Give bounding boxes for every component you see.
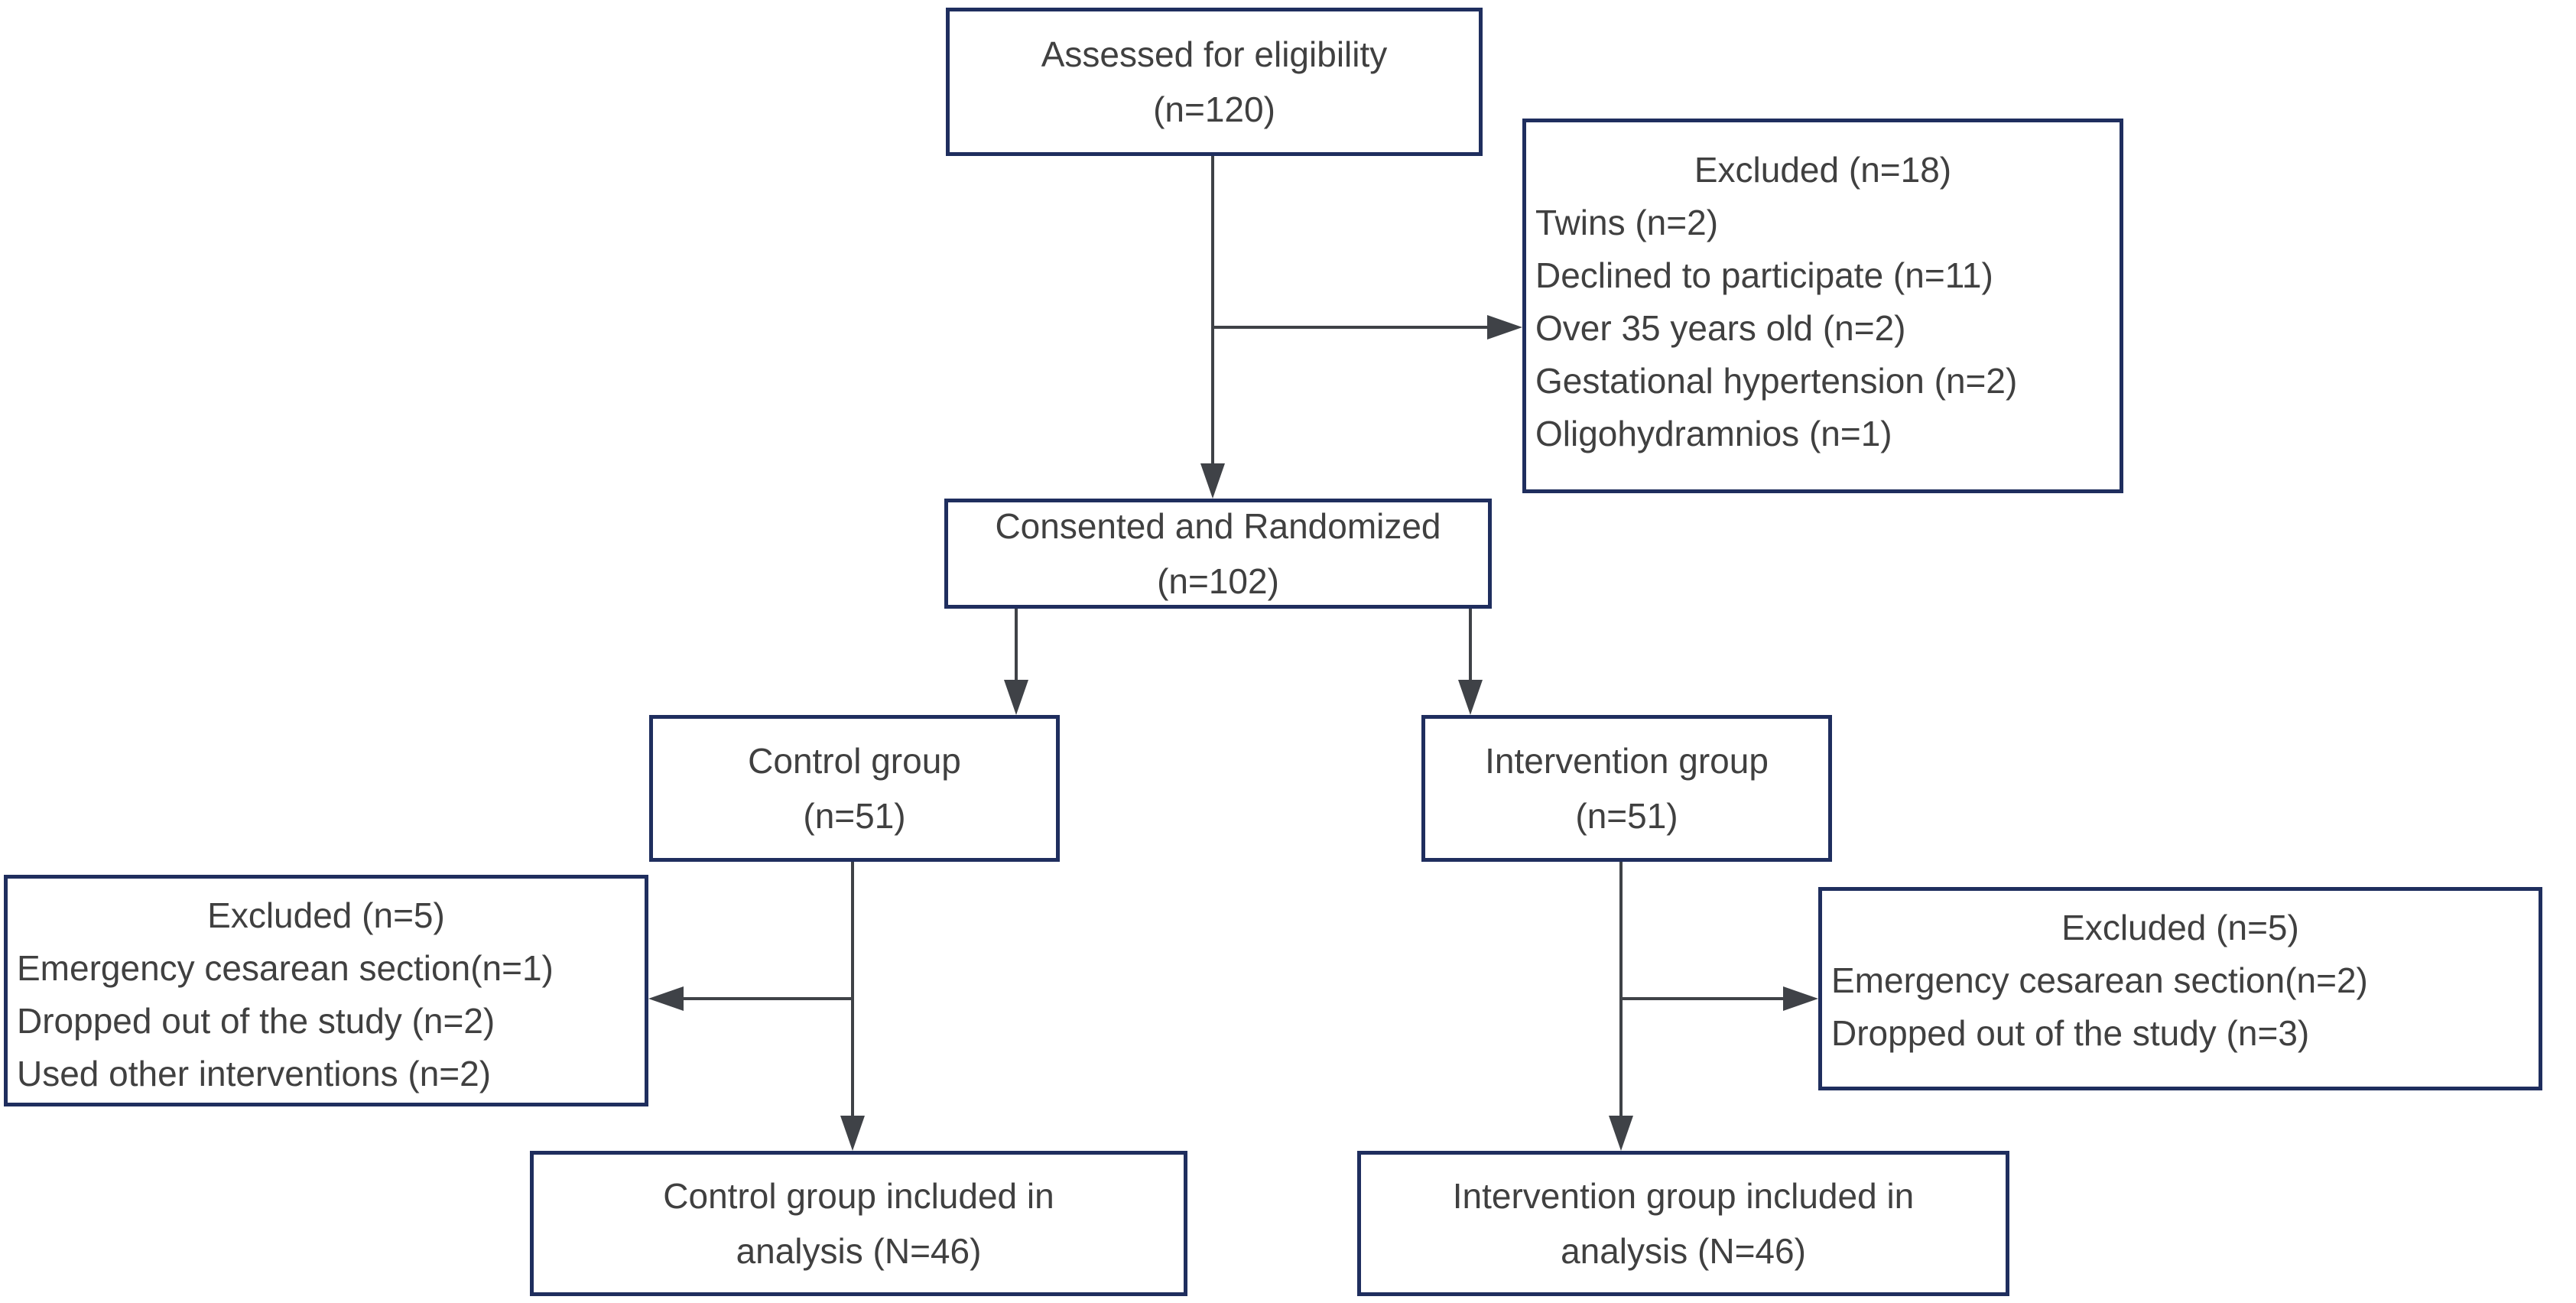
arrow-down-icon xyxy=(1458,680,1483,715)
arrow-down-icon xyxy=(1004,680,1028,715)
connector-intervention-to-analysis-line xyxy=(1619,862,1623,1117)
assessed-for-eligibility-box: Assessed for eligibility (n=120) xyxy=(946,8,1483,156)
arrow-right-icon xyxy=(1487,315,1522,340)
assessed-count: (n=120) xyxy=(1153,89,1275,129)
excluded-intervention-item: Dropped out of the study (n=3) xyxy=(1831,1013,2310,1053)
arrow-down-icon xyxy=(1200,463,1225,499)
control-group-box: Control group (n=51) xyxy=(649,715,1060,862)
connector-assessed-to-randomized-line xyxy=(1211,156,1214,463)
intervention-group-box: Intervention group (n=51) xyxy=(1421,715,1832,862)
connector-control-to-analysis-line xyxy=(851,862,854,1117)
arrow-down-icon xyxy=(1609,1116,1633,1151)
excluded-screening-title: Excluded (n=18) xyxy=(1694,150,1952,190)
connector-to-excluded-intervention-line xyxy=(1621,997,1785,1000)
connector-randomized-to-intervention-line xyxy=(1469,609,1472,681)
arrow-left-icon xyxy=(648,986,684,1011)
excluded-control-item: Used other interventions (n=2) xyxy=(17,1054,492,1093)
intervention-count: (n=51) xyxy=(1575,796,1678,836)
randomized-label: Consented and Randomized xyxy=(995,506,1441,546)
excluded-screening-item: Over 35 years old (n=2) xyxy=(1535,308,1906,348)
intervention-analysis-box: Intervention group included in analysis … xyxy=(1357,1151,2009,1296)
control-analysis-count: analysis (N=46) xyxy=(736,1231,982,1271)
excluded-control-box: Excluded (n=5) Emergency cesarean sectio… xyxy=(4,875,648,1106)
intervention-analysis-count: analysis (N=46) xyxy=(1561,1231,1806,1271)
arrow-right-icon xyxy=(1783,986,1818,1011)
excluded-control-title: Excluded (n=5) xyxy=(207,895,445,935)
excluded-control-item: Emergency cesarean section(n=1) xyxy=(17,948,554,988)
excluded-intervention-box: Excluded (n=5) Emergency cesarean sectio… xyxy=(1818,887,2542,1090)
randomized-count: (n=102) xyxy=(1157,561,1279,601)
excluded-intervention-title: Excluded (n=5) xyxy=(2061,908,2299,947)
control-analysis-label: Control group included in xyxy=(663,1176,1054,1216)
excluded-screening-item: Oligohydramnios (n=1) xyxy=(1535,414,1892,453)
excluded-control-item: Dropped out of the study (n=2) xyxy=(17,1001,495,1041)
intervention-label: Intervention group xyxy=(1485,741,1769,781)
control-label: Control group xyxy=(748,741,961,781)
control-count: (n=51) xyxy=(803,796,906,836)
excluded-screening-box: Excluded (n=18) Twins (n=2) Declined to … xyxy=(1522,119,2123,493)
intervention-analysis-label: Intervention group included in xyxy=(1452,1176,1915,1216)
excluded-screening-item: Gestational hypertension (n=2) xyxy=(1535,361,2018,401)
arrow-down-icon xyxy=(840,1116,865,1151)
consented-randomized-box: Consented and Randomized (n=102) xyxy=(944,499,1492,609)
excluded-intervention-item: Emergency cesarean section(n=2) xyxy=(1831,960,2368,1000)
assessed-label: Assessed for eligibility xyxy=(1041,34,1388,74)
connector-to-excluded-control-line xyxy=(682,997,854,1000)
excluded-screening-item: Declined to participate (n=11) xyxy=(1535,255,1993,295)
control-analysis-box: Control group included in analysis (N=46… xyxy=(530,1151,1187,1296)
connector-randomized-to-control-line xyxy=(1015,609,1018,681)
connector-to-excluded-screening-line xyxy=(1213,326,1489,329)
excluded-screening-item: Twins (n=2) xyxy=(1535,203,1719,242)
